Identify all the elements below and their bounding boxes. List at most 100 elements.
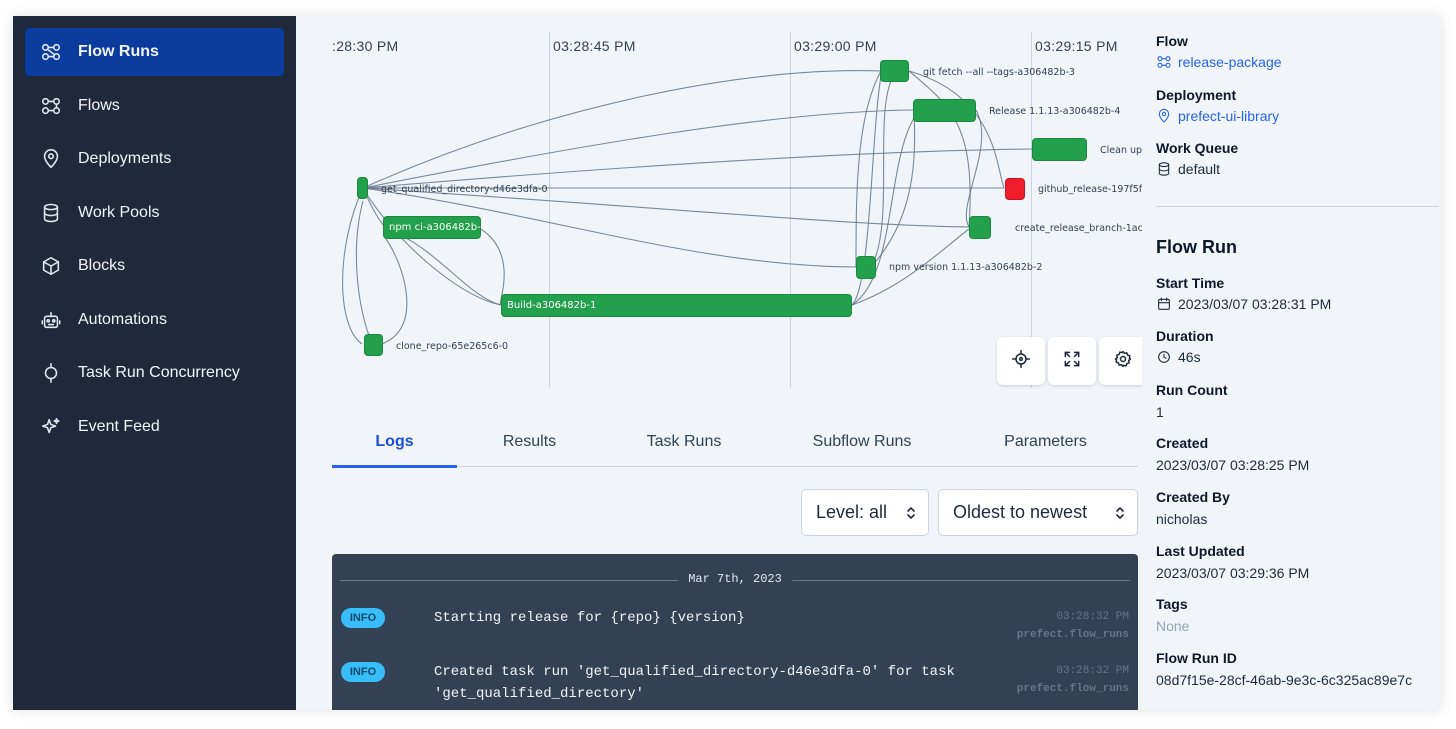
tags-value: None (1156, 618, 1190, 634)
last-updated-label: Last Updated (1156, 543, 1245, 559)
task-run-label: Build-a306482b-1 (507, 300, 597, 311)
task-run-label: Release 1.1.13-a306482b-4 (989, 106, 1121, 117)
sidebar-item-event-feed[interactable]: Event Feed (25, 403, 284, 451)
settings-icon (1113, 349, 1133, 374)
log-logger: prefect.flow_runs (1016, 683, 1129, 695)
robot-icon (39, 308, 63, 332)
tab-logs[interactable]: Logs (332, 416, 457, 468)
time-gridline (549, 32, 550, 388)
sparkles-icon (39, 415, 63, 439)
task-run-node[interactable] (880, 60, 909, 82)
run-count-value: 1 (1156, 404, 1164, 420)
task-run-label: npm ci-a306482b-0 (389, 222, 488, 233)
tab-results[interactable]: Results (502, 432, 557, 450)
time-tick-label: :28:30 PM (332, 38, 399, 54)
time-gridline (1031, 32, 1032, 388)
task-run-label: git fetch --all --tags-a306482b-3 (923, 67, 1075, 78)
log-viewer[interactable]: Mar 7th, 2023 INFO Starting release for … (332, 554, 1138, 710)
recenter-button[interactable] (997, 337, 1045, 385)
sidebar-item-flow-runs[interactable]: Flow Runs (25, 28, 284, 76)
task-run-label: create_release_branch-1aca1 (1015, 223, 1142, 234)
sidebar-item-task-run-concurrency[interactable]: Task Run Concurrency (25, 349, 284, 397)
sidebar-item-automations[interactable]: Automations (25, 296, 284, 344)
task-run-node[interactable]: Build-a306482b-1 (501, 294, 852, 317)
flow-label: Flow (1156, 33, 1188, 49)
flows-icon (39, 94, 63, 118)
log-meta: 03:28:32 PM prefect.flow_runs (1017, 662, 1129, 698)
flow-run-graph[interactable]: :28:30 PM 03:28:45 PM 03:29:00 PM 03:29:… (296, 16, 1142, 396)
last-updated-value: 2023/03/07 03:29:36 PM (1156, 565, 1310, 581)
time-gridline (790, 32, 791, 388)
task-run-node[interactable] (1032, 138, 1087, 161)
sidebar-item-deployments[interactable]: Deployments (25, 135, 284, 183)
recenter-icon (1011, 349, 1031, 374)
expand-icon (1062, 349, 1082, 374)
run-count-label: Run Count (1156, 382, 1228, 398)
task-run-node[interactable] (913, 99, 976, 122)
log-meta: 03:28:32 PM prefect.flow_runs (1017, 608, 1129, 644)
task-run-label: clone_repo-65e265c6-0 (396, 341, 509, 352)
created-label: Created (1156, 435, 1209, 451)
sidebar-item-flows[interactable]: Flows (25, 82, 284, 130)
time-tick-label: 03:29:00 PM (794, 38, 877, 54)
tab-task-runs[interactable]: Task Runs (646, 432, 722, 450)
sidebar-item-label: Deployments (78, 150, 172, 167)
sidebar-item-label: Automations (78, 310, 167, 328)
tags-label: Tags (1156, 596, 1188, 612)
log-level-value: Level: all (816, 502, 888, 522)
flow-run-id-value: 08d7f15e-28cf-46ab-9e3c-6c325ac89e7c (1156, 672, 1413, 688)
duration-text: 46s (1178, 349, 1201, 365)
duration-label: Duration (1156, 328, 1214, 344)
sidebar-item-label: Flow Runs (78, 43, 159, 60)
failed-task-run-node[interactable] (1005, 178, 1025, 200)
task-run-label: github_release-197f5fb0 (1038, 184, 1142, 195)
graph-settings-button[interactable] (1099, 337, 1142, 385)
task-run-node[interactable] (969, 216, 991, 239)
tab-parameters[interactable]: Parameters (1004, 432, 1087, 450)
database-icon (39, 201, 63, 225)
log-time: 03:28:32 PM (1056, 665, 1129, 677)
task-run-node[interactable] (364, 334, 383, 356)
created-value: 2023/03/07 03:28:25 PM (1156, 457, 1310, 473)
sidebar-item-blocks[interactable]: Blocks (25, 242, 284, 290)
time-tick-label: 03:28:45 PM (553, 38, 636, 54)
cube-icon (39, 254, 63, 278)
log-order-value: Oldest to newest (953, 502, 1088, 522)
task-run-node[interactable]: npm ci-a306482b-0 (383, 216, 487, 239)
tab-subflow-runs[interactable]: Subflow Runs (812, 432, 912, 450)
created-by-value: nicholas (1156, 511, 1208, 527)
sidebar: Flow Runs Flows Deployments Work Pools B… (13, 16, 296, 710)
flow-run-details: Flow release-package Deployment prefect-… (1156, 16, 1439, 710)
chevron-up-down-icon (907, 507, 915, 519)
task-run-label: get_qualified_directory-d46e3dfa-0 (381, 184, 548, 195)
flow-link[interactable]: release-package (1156, 54, 1282, 70)
log-message: Created task run 'get_qualified_director… (434, 664, 955, 702)
log-logger: prefect.flow_runs (1016, 629, 1129, 641)
log-level-badge: INFO (341, 608, 385, 628)
log-order-select[interactable]: Oldest to newest (938, 489, 1138, 536)
map-pin-icon (39, 147, 63, 171)
work-queue-text: default (1178, 161, 1221, 177)
tab-bar: Logs Results Task Runs Subflow Runs Para… (332, 416, 1138, 468)
deployment-value: prefect-ui-library (1178, 108, 1280, 124)
flow-runs-icon (39, 40, 63, 64)
app-frame: Flow Runs Flows Deployments Work Pools B… (13, 16, 1441, 710)
sidebar-item-work-pools[interactable]: Work Pools (25, 189, 284, 237)
work-queue-value: default (1156, 161, 1220, 177)
task-run-label: Clean up-7 (1100, 145, 1142, 156)
deployment-link[interactable]: prefect-ui-library (1156, 108, 1279, 124)
sidebar-item-label: Work Pools (78, 203, 160, 221)
concurrency-icon (39, 361, 63, 385)
log-message: Starting release for {repo} {version} (434, 610, 745, 626)
sidebar-item-label: Flows (78, 96, 120, 114)
log-level-badge: INFO (341, 662, 385, 682)
task-run-node[interactable] (357, 177, 368, 199)
task-run-label: npm version 1.1.13-a306482b-2 (889, 262, 1043, 273)
start-time-value: 2023/03/07 03:28:31 PM (1156, 296, 1331, 312)
deployment-label: Deployment (1156, 87, 1237, 103)
details-divider (1156, 206, 1439, 207)
flow-run-heading: Flow Run (1156, 237, 1237, 257)
log-level-select[interactable]: Level: all (801, 489, 929, 536)
fullscreen-button[interactable] (1048, 337, 1096, 385)
task-run-node[interactable] (856, 256, 876, 279)
